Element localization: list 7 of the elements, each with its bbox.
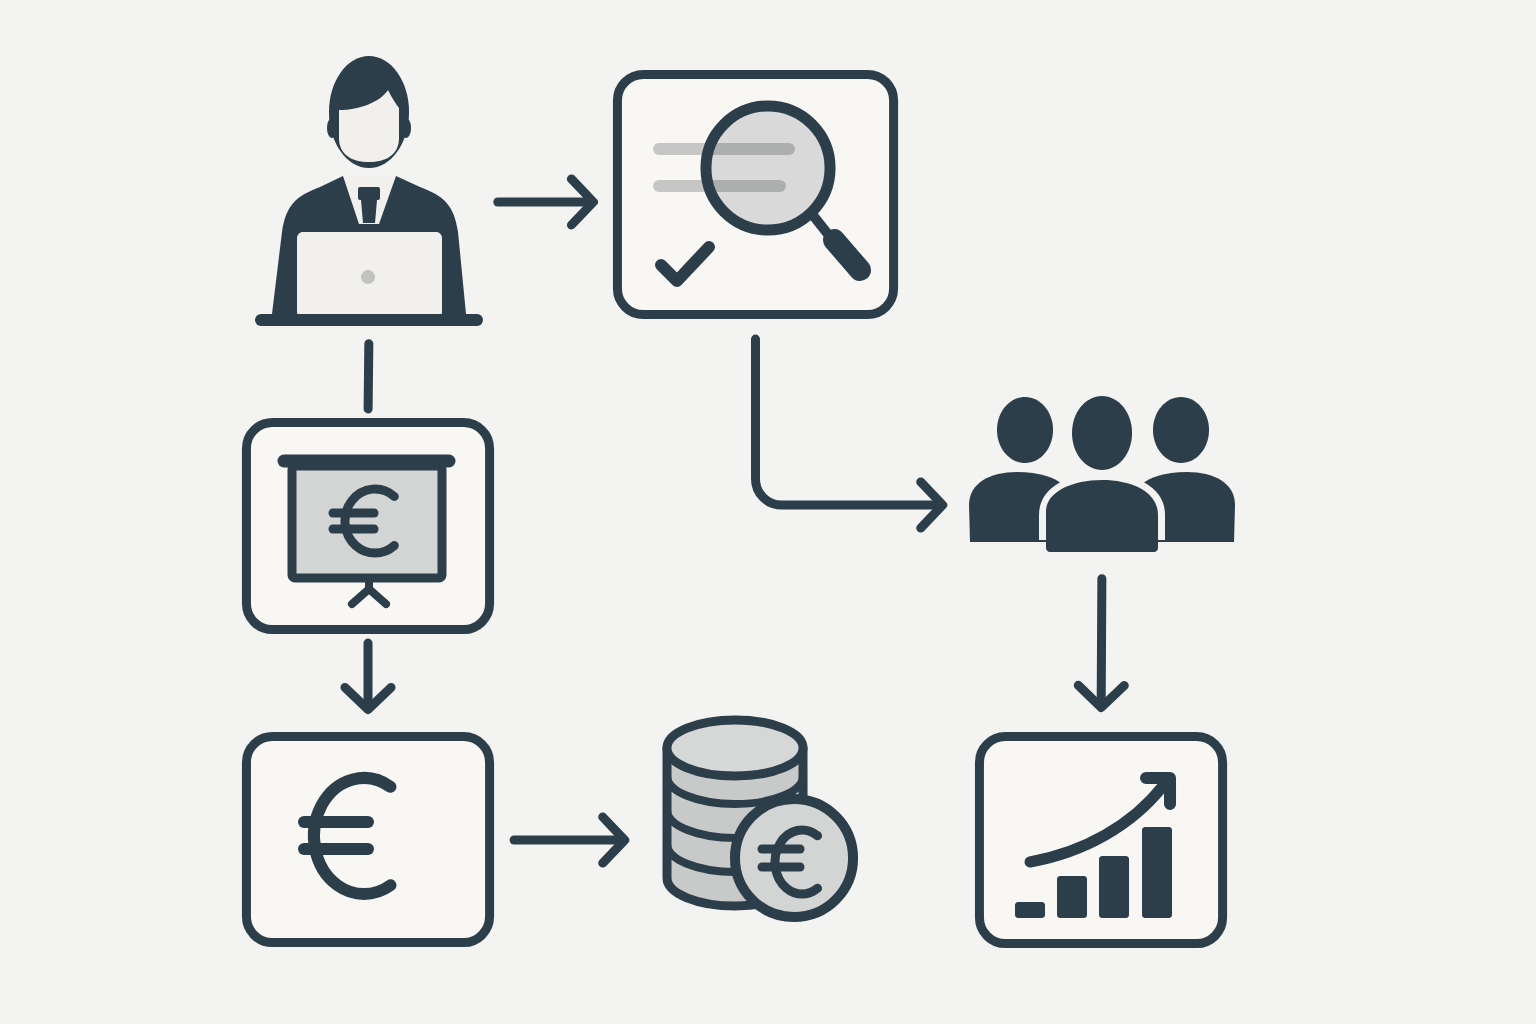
person-laptop-icon: [255, 55, 483, 326]
coin-stack-icon: [662, 715, 859, 923]
arrow: [509, 812, 630, 868]
arrow: [1073, 574, 1129, 712]
arrow: [751, 334, 948, 533]
connector-line: [363, 339, 374, 414]
people-icon: [969, 396, 1235, 552]
